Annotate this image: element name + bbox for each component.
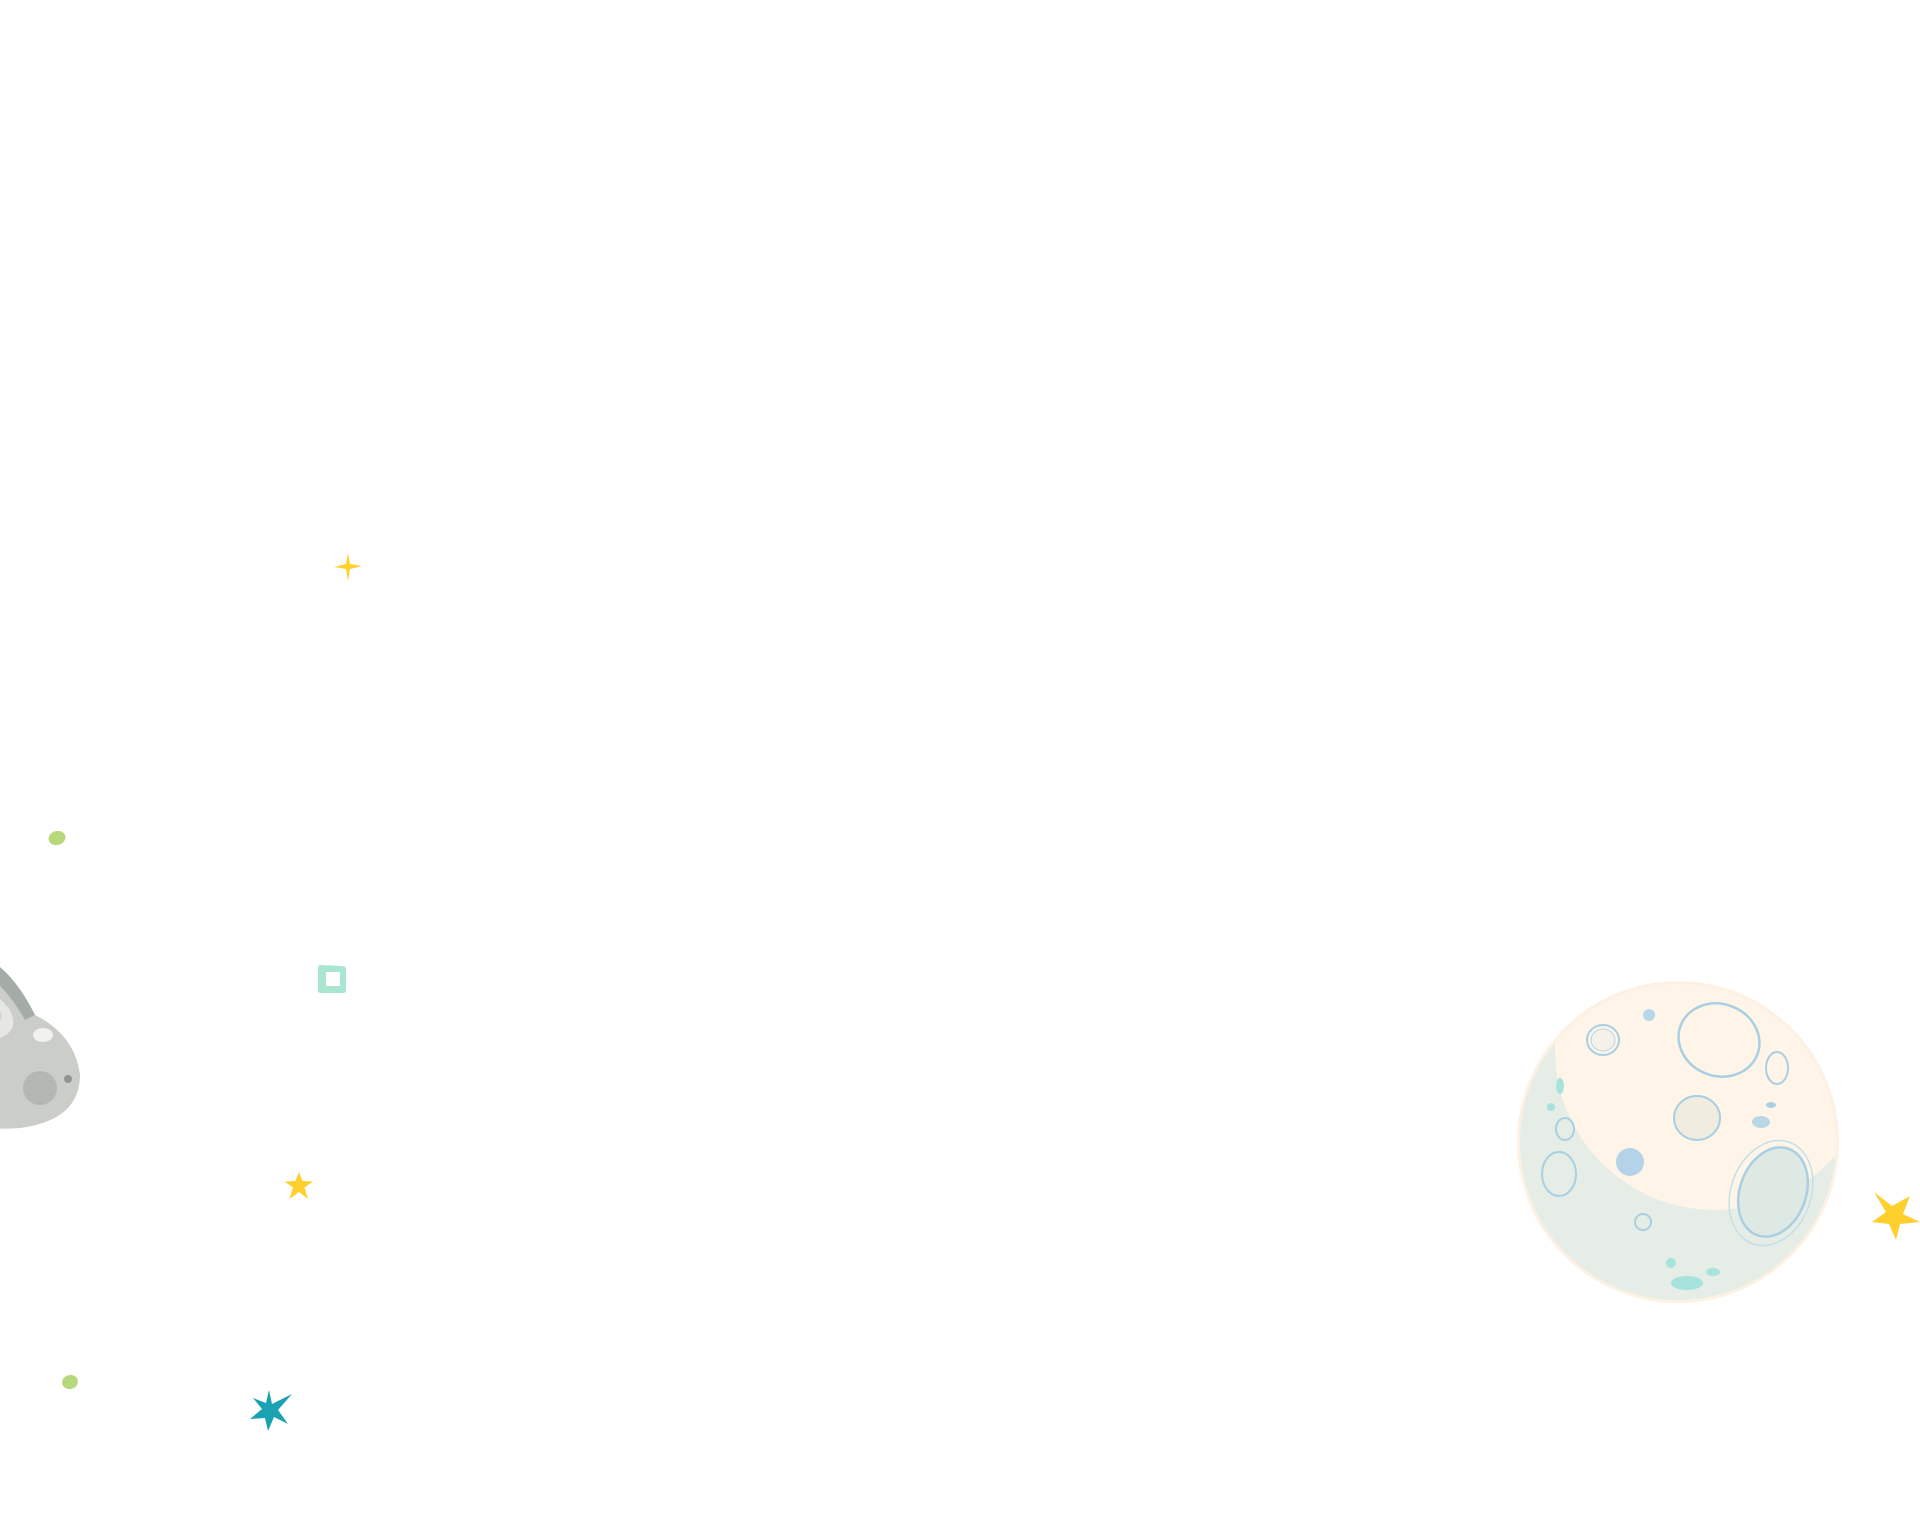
square-outline-icon	[318, 965, 346, 993]
dot-icon	[62, 1374, 78, 1390]
star-icon	[284, 1172, 313, 1199]
asteroid-icon	[0, 967, 80, 1129]
moon-icon	[1517, 981, 1839, 1303]
sparkle-icon	[334, 553, 362, 581]
star-icon	[250, 1390, 292, 1431]
star-icon	[1872, 1192, 1920, 1240]
dot-icon	[48, 830, 66, 846]
